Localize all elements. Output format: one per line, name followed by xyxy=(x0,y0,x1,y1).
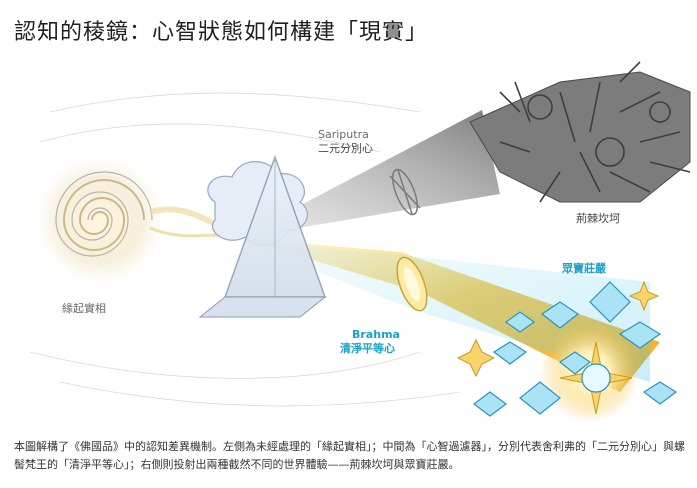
page-title: 認知的稜鏡：心智狀態如何構建「現實」 xyxy=(14,20,429,45)
sariputra-label-en: Sariputra xyxy=(318,128,369,141)
prism-illustration xyxy=(28,61,691,422)
treasure-crystals xyxy=(456,280,678,422)
gold-lens xyxy=(396,256,428,312)
thorns-label: 荊棘坎坷 xyxy=(576,212,620,225)
swirl-origin xyxy=(28,148,241,292)
treasure-label: 眾寶莊嚴 xyxy=(562,262,606,275)
sariputra-label-zh: 二元分別心 xyxy=(318,142,373,155)
flow-lines xyxy=(29,92,461,407)
prism xyxy=(198,154,327,318)
brahma-label-en: Brahma xyxy=(352,328,400,341)
thorn-spikes xyxy=(499,61,691,203)
caption: 本圖解構了《佛國品》中的認知差異機制。左側為未經處理的「緣起實相」；中間為「心智… xyxy=(14,440,685,471)
origin-label: 緣起實相 xyxy=(62,302,106,315)
brahma-label-zh: 清淨平等心 xyxy=(340,342,395,355)
gray-lens xyxy=(389,168,421,216)
